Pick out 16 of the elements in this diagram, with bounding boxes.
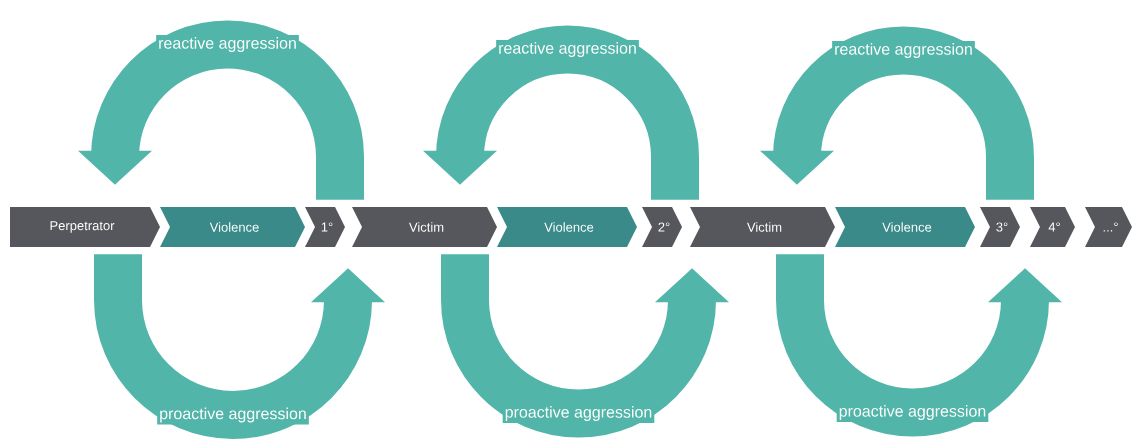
edge-label: proactive aggression xyxy=(502,404,655,423)
chevron-box: Victim xyxy=(352,207,497,247)
chevron-box: 1° xyxy=(305,207,345,247)
edge-label: proactive aggression xyxy=(836,403,989,422)
chevron-box: 3° xyxy=(980,207,1020,247)
chevron-box: 4° xyxy=(1030,207,1075,247)
chevron-box: Perpetrator xyxy=(10,207,160,247)
edge-label: reactive aggression xyxy=(156,35,299,54)
chevron-box: 2° xyxy=(642,207,682,247)
chevron-box: Violence xyxy=(835,207,975,247)
chevron-box: Victim xyxy=(690,207,835,247)
edge-label: reactive aggression xyxy=(496,40,639,59)
chevron-box: Violence xyxy=(497,207,637,247)
chevron-box: ...° xyxy=(1085,207,1132,247)
chevron-box: Violence xyxy=(160,207,305,247)
edge-label: reactive aggression xyxy=(832,41,975,60)
